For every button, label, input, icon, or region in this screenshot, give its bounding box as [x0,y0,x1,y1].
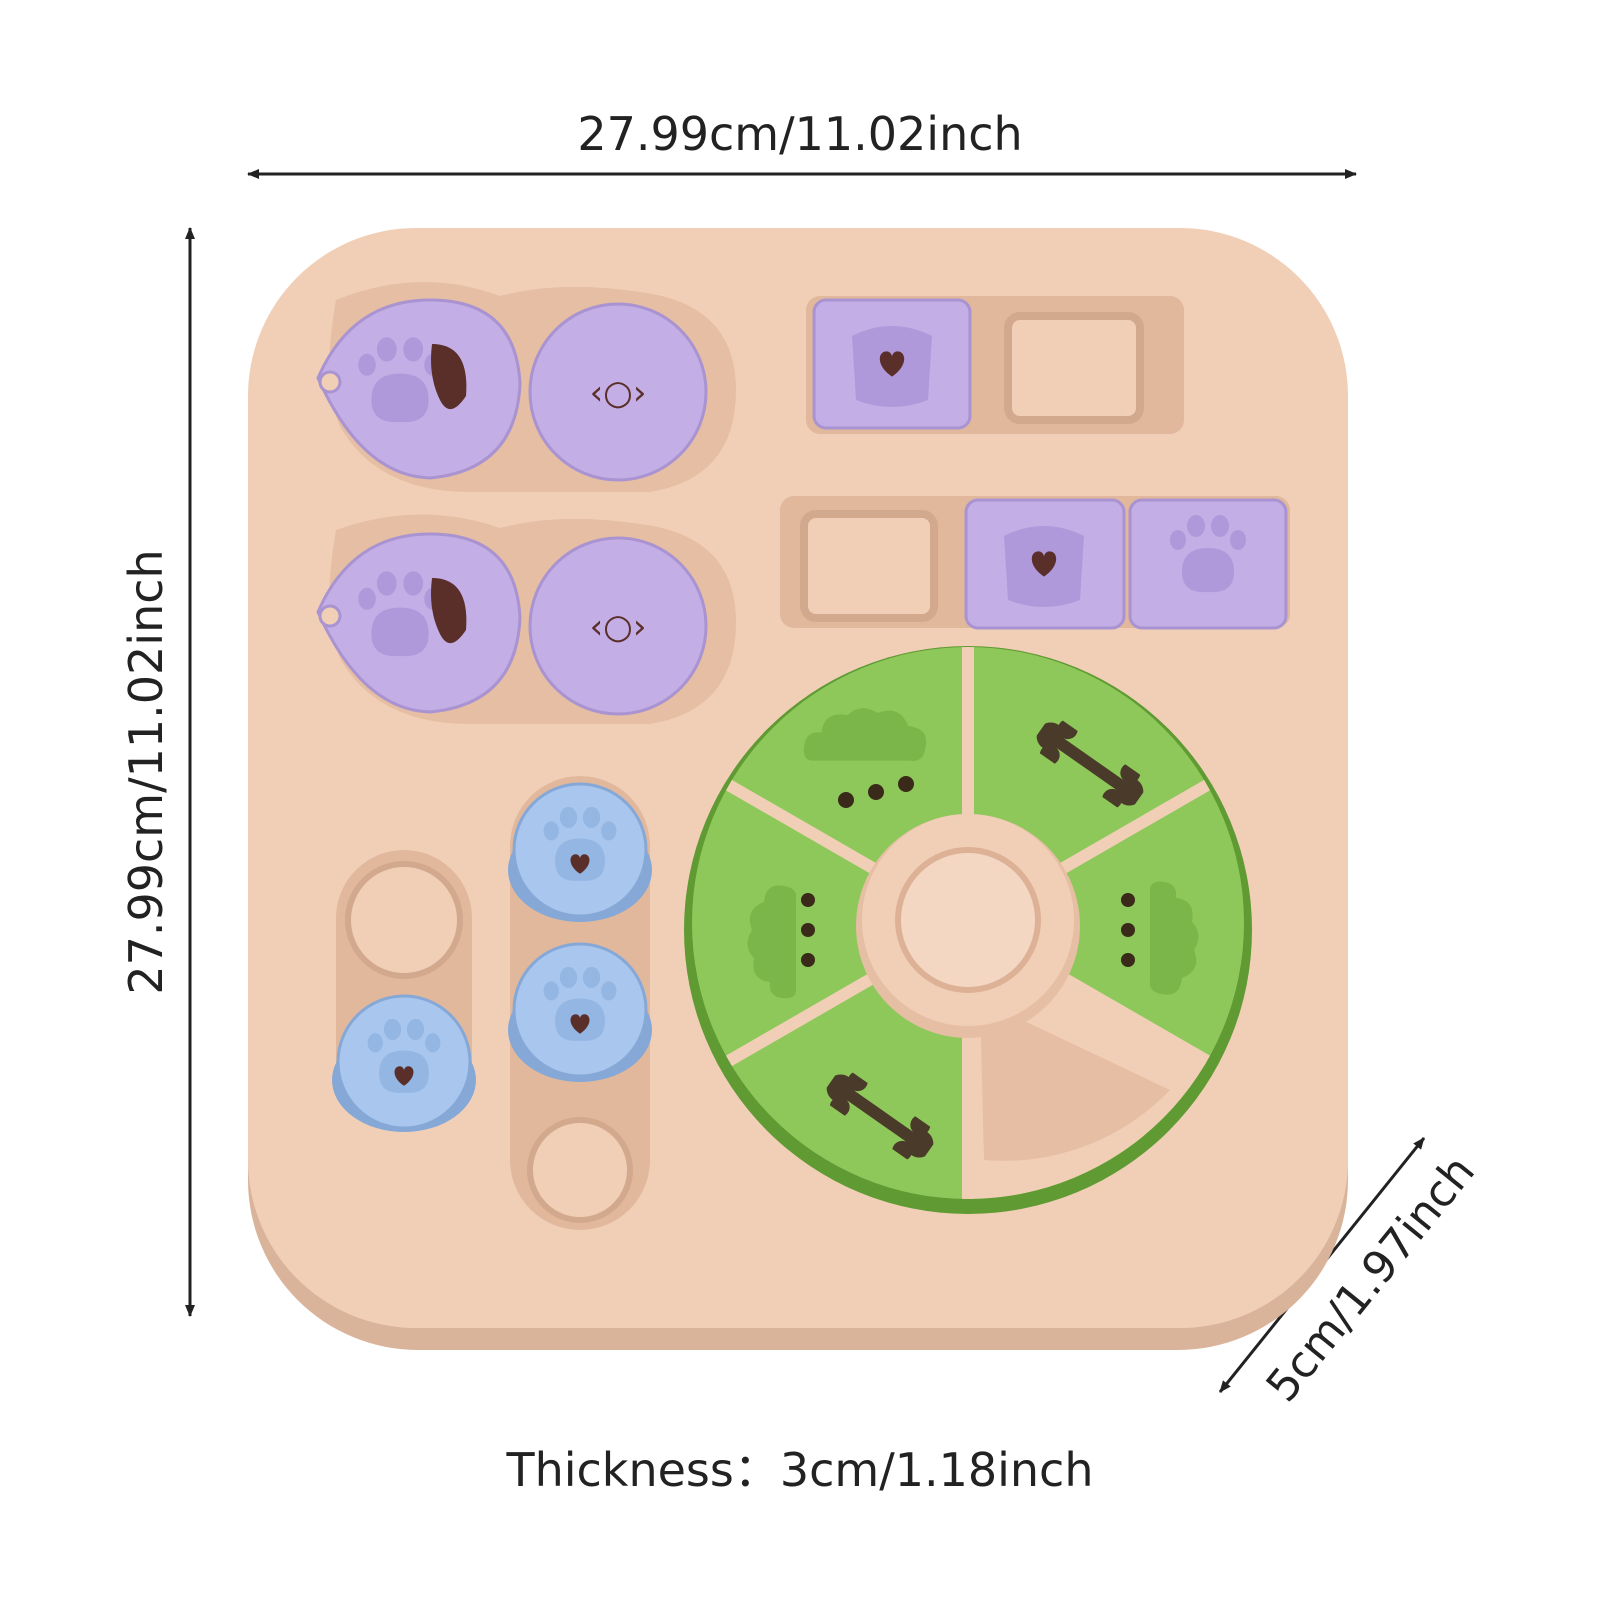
thickness-label: Thickness：3cm/1.18inch [505,1443,1093,1497]
height-label: 27.99cm/11.02inch [119,549,173,994]
ball-lid[interactable] [528,302,708,482]
double-arrow-icon: ‹○› [590,373,647,413]
slider-track-1 [806,296,1184,434]
flip-lid-row-2: ‹○› [316,514,736,724]
ball-lid[interactable] [528,536,708,716]
blue-peg-track-left [332,850,476,1132]
rotating-wheel [684,646,1252,1214]
empty-slot [1004,312,1144,424]
treat-dot [838,792,854,808]
treat-dot [801,953,815,967]
blue-peg-track-right [508,776,652,1230]
treat-hole [431,578,467,644]
empty-peg-hole [345,861,463,979]
wheel-center-knob[interactable] [895,847,1041,993]
treat-dot [1121,893,1135,907]
treat-dot [801,893,815,907]
double-arrow-icon: ‹○› [590,607,647,647]
treat-dot [898,776,914,792]
slider-track-2 [780,496,1290,630]
treat-dot [868,784,884,800]
treat-dot [801,923,815,937]
open-segment-well [980,1000,1170,1161]
treat-dot [1121,923,1135,937]
lid-tab [318,604,342,628]
height-dimension: 27.99cm/11.02inch [119,227,195,1317]
lid-tab [318,370,342,394]
width-label: 27.99cm/11.02inch [577,107,1022,161]
width-dimension: 27.99cm/11.02inch [247,107,1357,179]
empty-peg-hole [527,1117,633,1223]
treat-dot [1121,953,1135,967]
empty-slot [800,510,938,622]
treat-hole [431,344,467,410]
flip-lid-row-1: ‹○› [316,281,736,492]
